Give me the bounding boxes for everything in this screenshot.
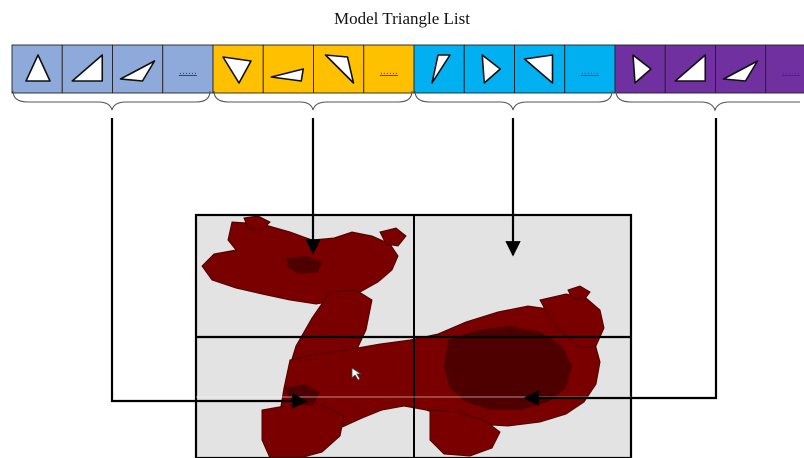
group-3-ellipsis-cell: …… [564,44,616,94]
group-2-triangle-cell [262,44,314,94]
diagram-title: Model Triangle List [333,9,470,28]
group-3-triangle-cell [413,44,465,94]
group-4-triangle-cell [715,44,767,94]
brace-group-4 [615,90,800,112]
arrow-group-4 [523,118,718,406]
group-1-triangle-cell [61,44,113,94]
group-1-ellipsis-cell: …… [162,44,214,94]
group-4-ellipsis-cell: …… [765,44,804,94]
brace-group-2 [213,90,413,111]
ellipsis-text: …… [380,67,398,77]
triangle-icon [431,54,451,84]
triangle-icon [25,54,51,82]
group-1-triangle-cell [11,44,63,94]
screen-grid [194,213,633,458]
group-3-triangle-cell [463,44,515,94]
group-2-triangle-cell [313,44,365,94]
group-4-triangle-cell [664,44,716,94]
ellipsis-text: …… [581,67,599,77]
triangle-icon [270,68,305,82]
group-1-triangle-cell [112,44,164,94]
dragon-model [201,215,605,458]
triangle-list: …… …… …… …… [11,44,804,94]
group-connectors [12,90,800,409]
triangle-icon [632,54,652,84]
group-2-triangle-cell [212,44,264,94]
arrow-group-1 [110,118,308,409]
ellipsis-text: …… [782,67,800,77]
triangle-icon [722,60,759,82]
triangle-icon [481,54,502,84]
brace-group-1 [12,90,211,111]
triangle-icon [523,54,554,84]
group-4-triangle-cell [614,44,666,94]
brace-group-3 [414,90,613,111]
cursor-icon [351,367,363,381]
triangle-icon [674,54,707,82]
triangle-icon [119,60,156,82]
group-3-triangle-cell [514,44,566,94]
triangle-icon [71,54,104,82]
triangle-icon [222,56,252,84]
ellipsis-text: …… [179,67,197,77]
group-2-ellipsis-cell: …… [363,44,415,94]
triangle-icon [324,54,355,84]
